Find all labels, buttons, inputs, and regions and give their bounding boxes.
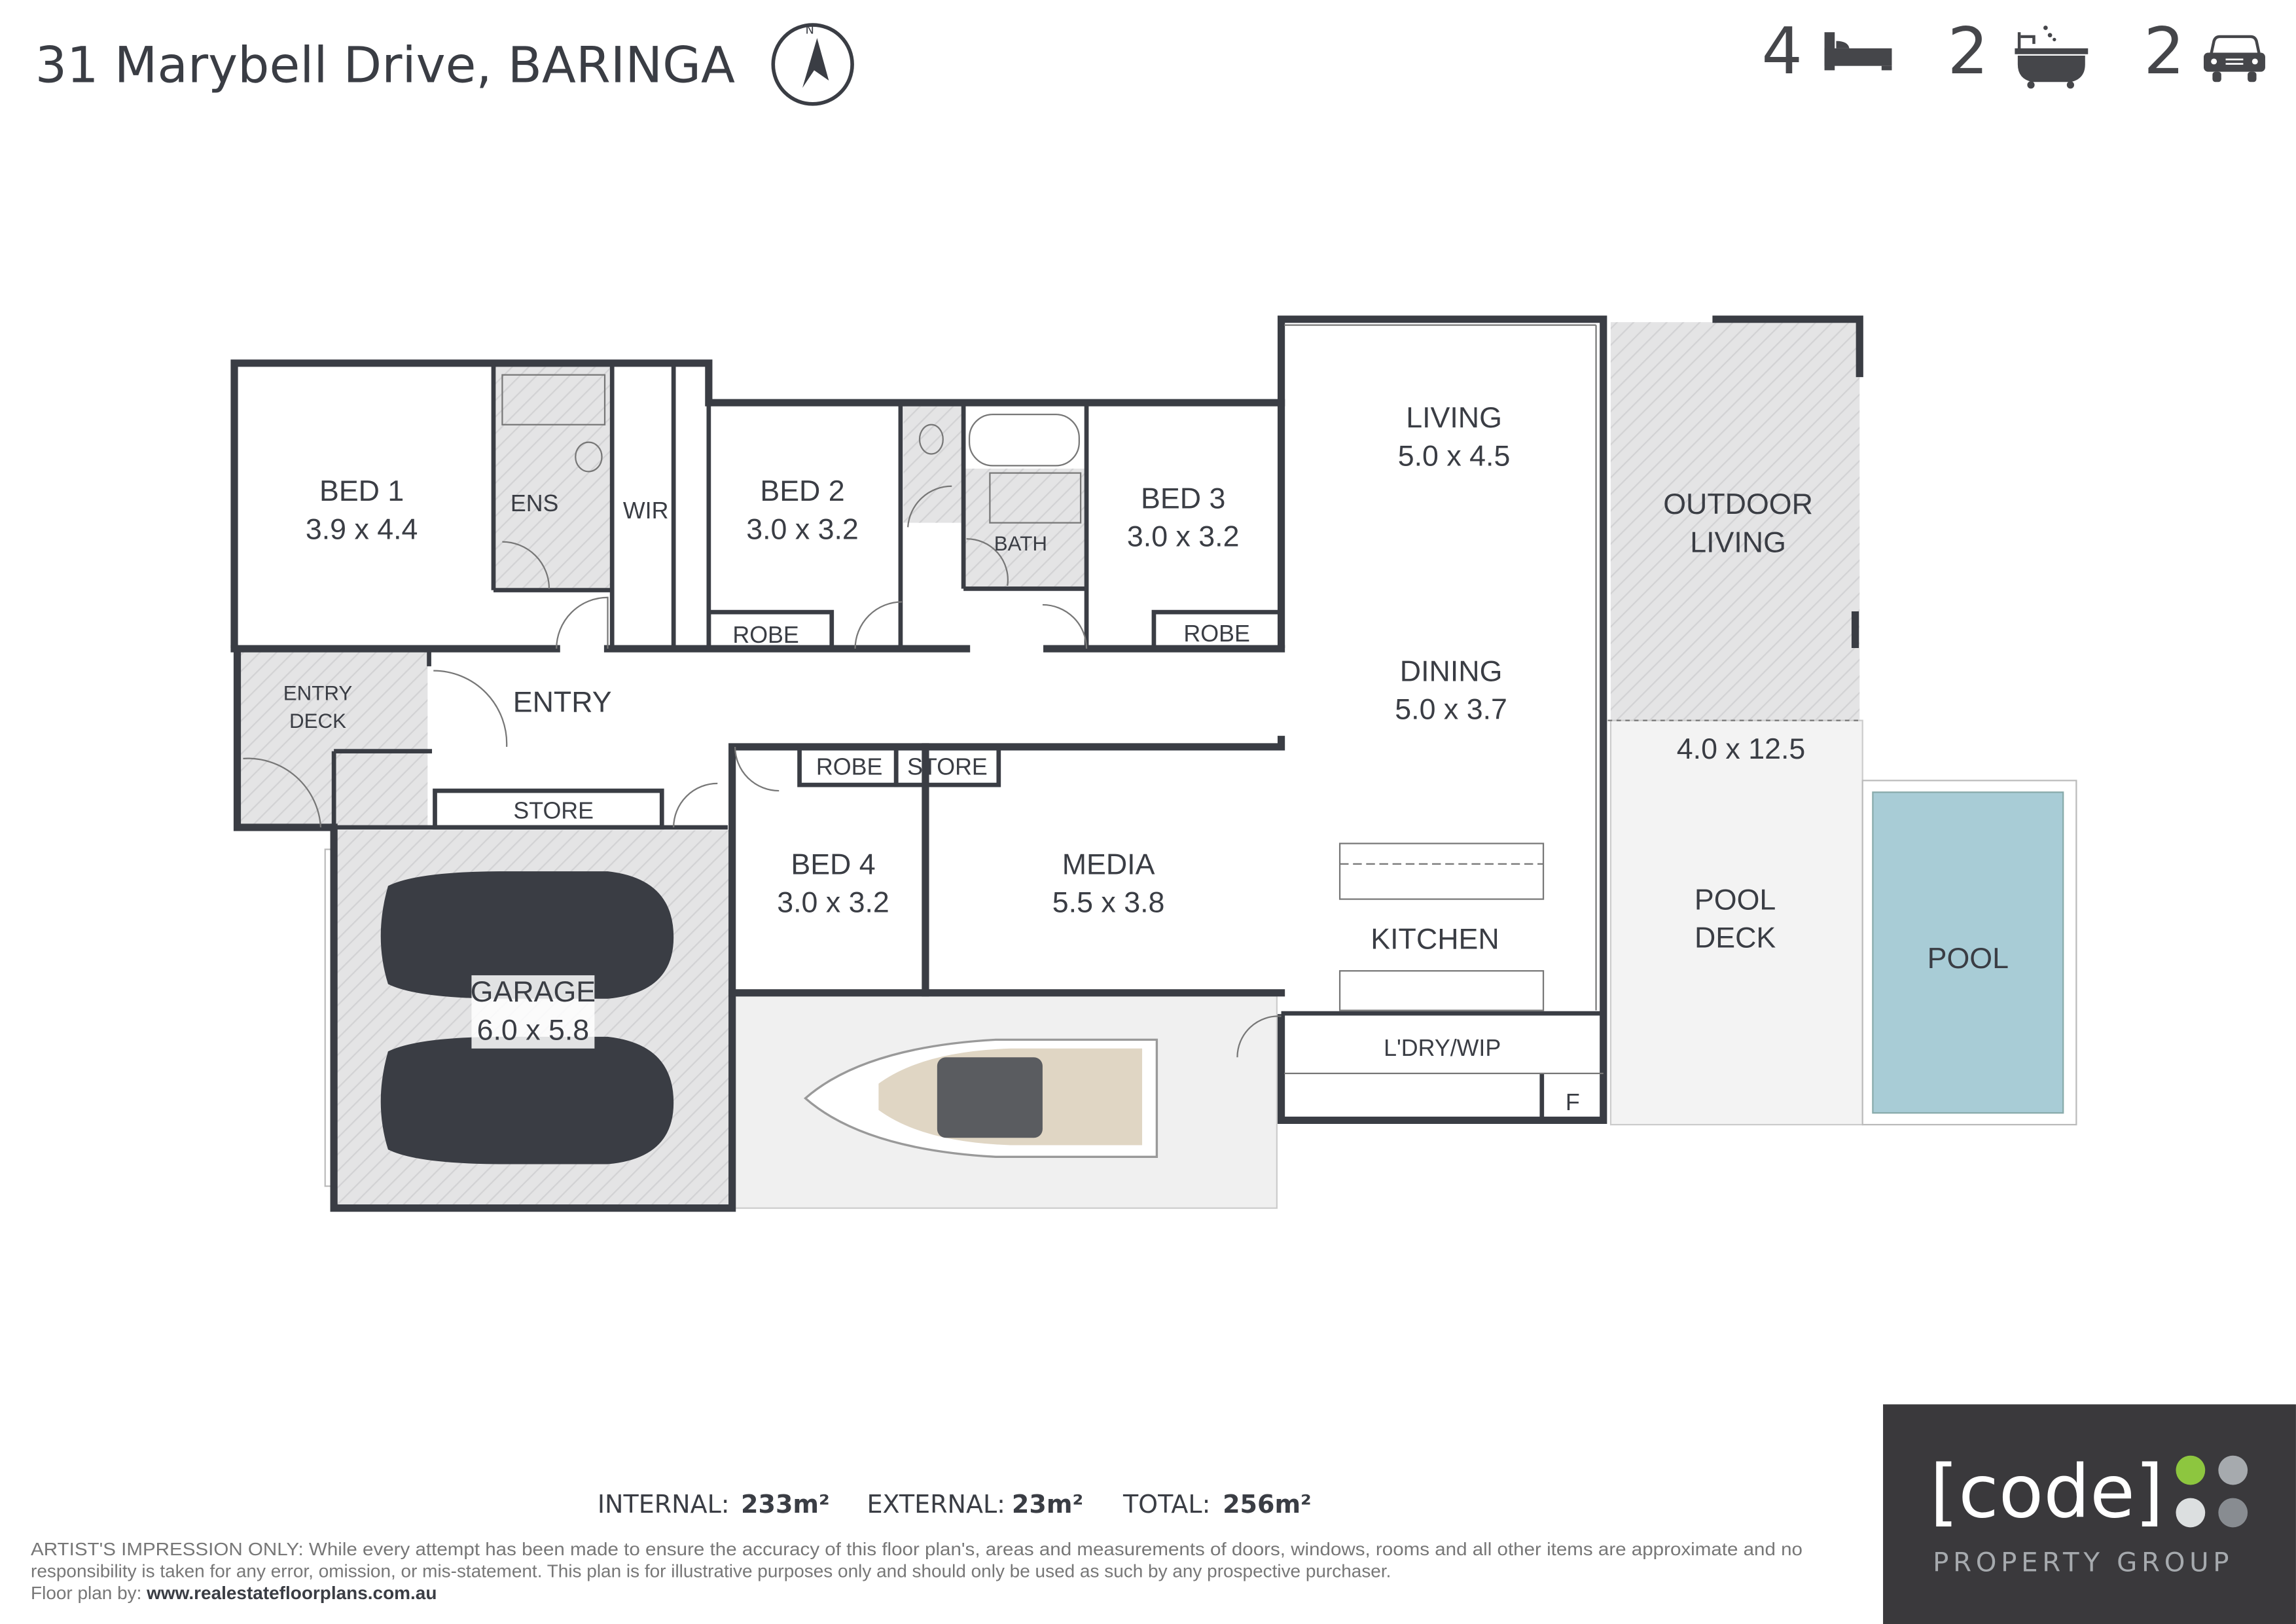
boat-illustration: [803, 1038, 1158, 1159]
room-pooldeck-name: POOL: [1695, 883, 1776, 916]
svg-text:256m²: 256m²: [1223, 1490, 1312, 1519]
svg-text:Floor plan by: www.realestatef: Floor plan by: www.realestatefloorplans.…: [31, 1583, 437, 1603]
room-bed4-name: BED 4: [791, 848, 875, 881]
disclaimer-line-1: ARTIST'S IMPRESSION ONLY: While every at…: [31, 1539, 1803, 1559]
room-store-garage: STORE: [513, 798, 594, 824]
room-bed1-name: BED 1: [319, 475, 404, 507]
room-laundry-name: L'DRY/WIP: [1384, 1035, 1501, 1061]
svg-text:233m²: 233m²: [741, 1490, 830, 1519]
room-fridge-label: F: [1566, 1089, 1580, 1115]
svg-text:INTERNAL:: INTERNAL:: [598, 1490, 730, 1519]
bathtub-icon: [2015, 26, 2089, 89]
room-media-dims: 5.5 x 3.8: [1052, 886, 1165, 919]
room-living-name: LIVING: [1406, 401, 1502, 434]
room-living-dims: 5.0 x 4.5: [1398, 439, 1511, 472]
room-store-media: STORE: [907, 753, 988, 780]
room-entry-name: ENTRY: [513, 685, 612, 718]
pool-deck-area: [1609, 719, 1863, 1126]
room-bed2-dims: 3.0 x 3.2: [746, 513, 859, 545]
room-bed2-name: BED 2: [760, 475, 844, 507]
svg-text:N: N: [806, 23, 814, 37]
walls: [230, 316, 1863, 1212]
room-pooldeck-name2: DECK: [1695, 921, 1776, 954]
room-dining-name: DINING: [1400, 655, 1503, 687]
svg-text:[code]: [code]: [1930, 1450, 2164, 1535]
room-garage-dims: 6.0 x 5.8: [477, 1013, 590, 1046]
room-bed1-dims: 3.9 x 4.4: [306, 513, 418, 545]
property-address: 31 Marybell Drive, BARINGA: [35, 35, 735, 94]
svg-text:EXTERNAL:: EXTERNAL:: [867, 1490, 1005, 1519]
room-outdoor-dims: 4.0 x 12.5: [1677, 732, 1805, 765]
outdoor-living-area: [1610, 322, 1860, 721]
code-property-group-logo: [code] PROPERTY GROUP: [1883, 1404, 2296, 1624]
area-summary: INTERNAL: 233m² EXTERNAL: 23m² TOTAL: 25…: [598, 1490, 1312, 1519]
svg-text:TOTAL:: TOTAL:: [1122, 1490, 1210, 1519]
credit-link: www.realestatefloorplans.com.au: [146, 1583, 437, 1603]
room-outdoor-name2: LIVING: [1690, 526, 1786, 558]
room-pool-name: POOL: [1928, 942, 2009, 975]
room-bath-name: BATH: [994, 532, 1047, 555]
car-illustration: [380, 871, 674, 1164]
room-entrydeck-name: ENTRY: [283, 681, 353, 704]
disclaimer: ARTIST'S IMPRESSION ONLY: While every at…: [31, 1539, 1803, 1603]
room-media-name: MEDIA: [1062, 848, 1155, 881]
room-outdoor-name: OUTDOOR: [1663, 488, 1813, 520]
room-robe-bed4: ROBE: [816, 753, 882, 780]
room-bed3-dims: 3.0 x 3.2: [1127, 520, 1240, 552]
room-entrydeck-name2: DECK: [289, 710, 346, 732]
room-ens-name: ENS: [511, 490, 559, 516]
svg-text:23m²: 23m²: [1012, 1490, 1083, 1519]
pool: [1872, 791, 2064, 1114]
bed-icon: [1824, 32, 1892, 71]
bed-count: 4: [1761, 14, 1803, 89]
room-dining-dims: 5.0 x 3.7: [1395, 693, 1507, 725]
north-compass-icon: N: [771, 23, 854, 106]
room-garage-name: GARAGE: [471, 975, 596, 1008]
room-labels: BED 1 3.9 x 4.4 ENS WIR BED 2 3.0 x 3.2 …: [283, 401, 2009, 1115]
room-kitchen-name: KITCHEN: [1371, 923, 1499, 956]
room-robe-bed2: ROBE: [732, 622, 798, 648]
car-count: 2: [2144, 14, 2185, 89]
room-wir-name: WIR: [623, 497, 669, 524]
room-bed4-dims: 3.0 x 3.2: [777, 886, 889, 919]
svg-text:PROPERTY GROUP: PROPERTY GROUP: [1933, 1547, 2233, 1578]
room-robe-bed3: ROBE: [1183, 621, 1249, 647]
disclaimer-line-2: responsibility is taken for any error, o…: [31, 1561, 1391, 1581]
room-bed3-name: BED 3: [1141, 482, 1225, 514]
car-icon: [2203, 35, 2265, 82]
bath-count: 2: [1947, 14, 1988, 89]
